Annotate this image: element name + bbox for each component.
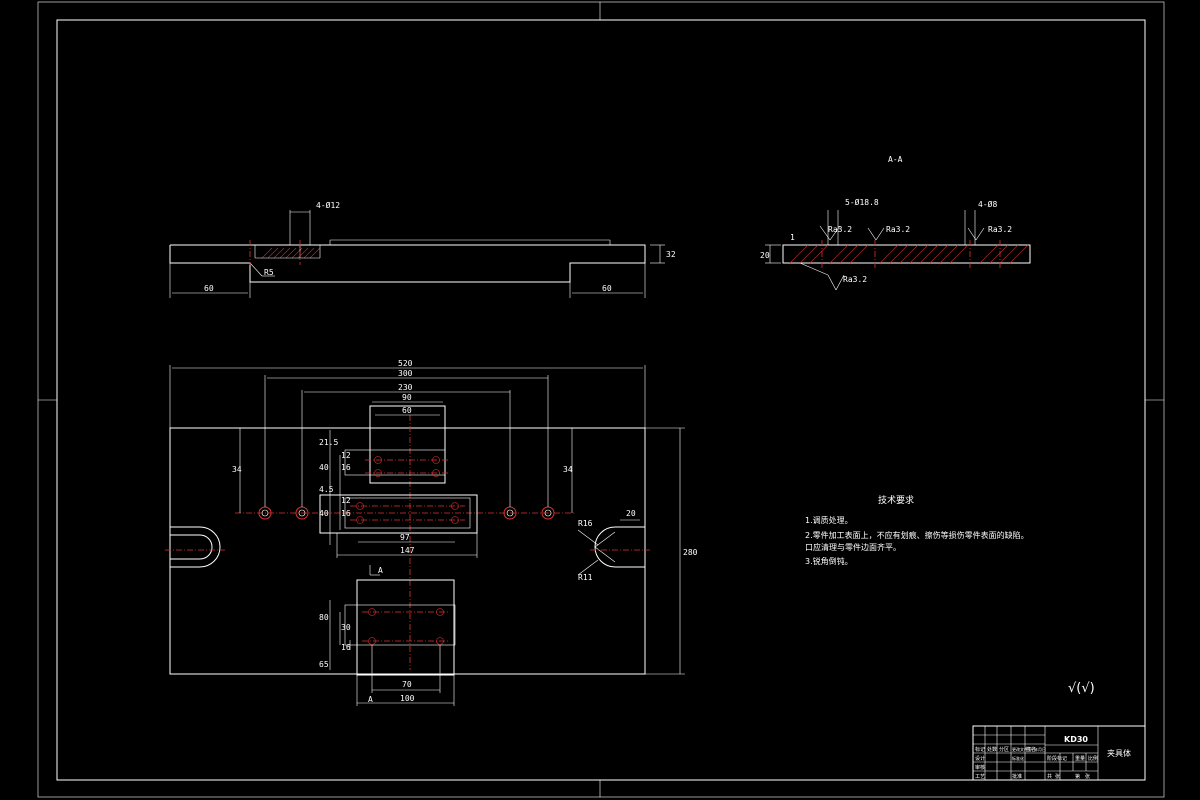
tb-cell-14: 共: [1047, 773, 1052, 780]
dim-147: 147: [400, 546, 415, 555]
tb-cell-12: 工艺: [975, 774, 985, 780]
dim-16c: 16: [341, 643, 351, 652]
tb-cell-13: 批准: [1012, 773, 1022, 780]
roughness-symbol: √(√): [1068, 681, 1095, 696]
dim-80: 80: [319, 613, 329, 622]
section-rough-3: Ra3.2: [988, 225, 1012, 234]
dim-16b: 16: [341, 509, 351, 518]
tb-cell-3: 更改文件号: [1012, 746, 1032, 752]
front-dim-right: 60: [602, 284, 612, 293]
tb-cell-11: 审核: [975, 764, 985, 771]
dim-top-60: 60: [402, 406, 412, 415]
dim-230: 230: [398, 383, 413, 392]
tech-item-1: 1.调质处理。: [805, 515, 853, 525]
tb-cell-0: 标记: [975, 746, 985, 753]
tb-cell-7: 标准化: [1012, 755, 1024, 761]
dim-12b: 12: [341, 496, 351, 505]
tech-requirements: 技术要求 1.调质处理。 2.零件加工表面上，不应有划痕、擦伤等损伤零件表面的缺…: [805, 494, 1029, 566]
tech-title: 技术要求: [878, 494, 914, 506]
front-fillet-label: R5: [264, 268, 274, 277]
section-dim-height: 20: [760, 251, 770, 260]
dim-overall-width: 520: [398, 359, 413, 368]
tb-cell-1: 处数: [987, 746, 997, 753]
dim-R11: R11: [578, 573, 593, 582]
tech-item-3: 口应清理与零件边面齐平。: [805, 542, 901, 552]
tech-item-2: 2.零件加工表面上，不应有划痕、擦伤等损伤零件表面的缺陷。: [805, 530, 1029, 540]
tb-cell-6: 设计: [975, 755, 985, 762]
outer-frame: [37, 1, 1165, 798]
tb-cell-9: 重量: [1075, 755, 1085, 762]
dim-21-5: 21.5: [319, 438, 338, 447]
tb-cell-15: 张: [1055, 773, 1060, 780]
dim-40a: 40: [319, 463, 329, 472]
dim-right-34: 34: [563, 465, 573, 474]
inner-frame: [56, 19, 1146, 781]
tb-cell-2: 分区: [999, 746, 1009, 753]
front-dim-left: 60: [204, 284, 214, 293]
title-block: KD30 夹具体 标记 处数 分区 更改文件号 签名 年月日 设计 标准化 阶段…: [972, 725, 1146, 781]
plan-view: 520 300 230 90 60 34 34 21.5 40 16 12 4.…: [165, 359, 698, 706]
drawing-number: KD30: [1064, 735, 1088, 744]
dim-65: 65: [319, 660, 329, 669]
section-mark-a2: A: [368, 695, 373, 704]
tb-cell-5: 年月日: [1034, 746, 1046, 752]
tb-cell-8: 阶段标记: [1047, 755, 1067, 762]
front-dim-height: 32: [666, 250, 676, 259]
dim-100: 100: [400, 694, 415, 703]
tb-cell-4: 签名: [1026, 746, 1036, 753]
front-view: 4-Ø12 R5 60 60 32: [169, 200, 676, 298]
part-name: 夹具体: [1107, 748, 1131, 758]
dim-70: 70: [402, 680, 412, 689]
tb-cell-16: 第: [1075, 773, 1080, 780]
dim-R16: R16: [578, 519, 593, 528]
section-rough-2: Ra3.2: [886, 225, 910, 234]
section-view: A-A: [760, 155, 1031, 291]
dim-12a: 12: [341, 451, 351, 460]
section-rough-4: Ra3.2: [843, 275, 867, 284]
tech-item-4: 3.锐角倒钝。: [805, 556, 853, 566]
section-rough-1: Ra3.2: [828, 225, 852, 234]
section-label: A-A: [888, 155, 903, 164]
dim-top-90: 90: [402, 393, 412, 402]
front-holes-note: 4-Ø12: [316, 200, 340, 210]
section-hole-note-2: 4-Ø8: [978, 199, 997, 209]
dim-280: 280: [683, 548, 698, 557]
tb-cell-17: 张: [1085, 773, 1090, 780]
section-hole-note-1: 5-Ø18.8: [845, 197, 879, 207]
dim-16a: 16: [341, 463, 351, 472]
dim-40b: 40: [319, 509, 329, 518]
dim-97: 97: [400, 533, 410, 542]
dim-30: 30: [341, 623, 351, 632]
dim-20: 20: [626, 509, 636, 518]
section-mark-a1: A: [378, 566, 383, 575]
dim-300: 300: [398, 369, 413, 378]
section-small-note: 1: [790, 233, 795, 242]
tb-cell-10: 比例: [1088, 755, 1098, 762]
dim-4-5: 4.5: [319, 485, 334, 494]
dim-left-34: 34: [232, 465, 242, 474]
